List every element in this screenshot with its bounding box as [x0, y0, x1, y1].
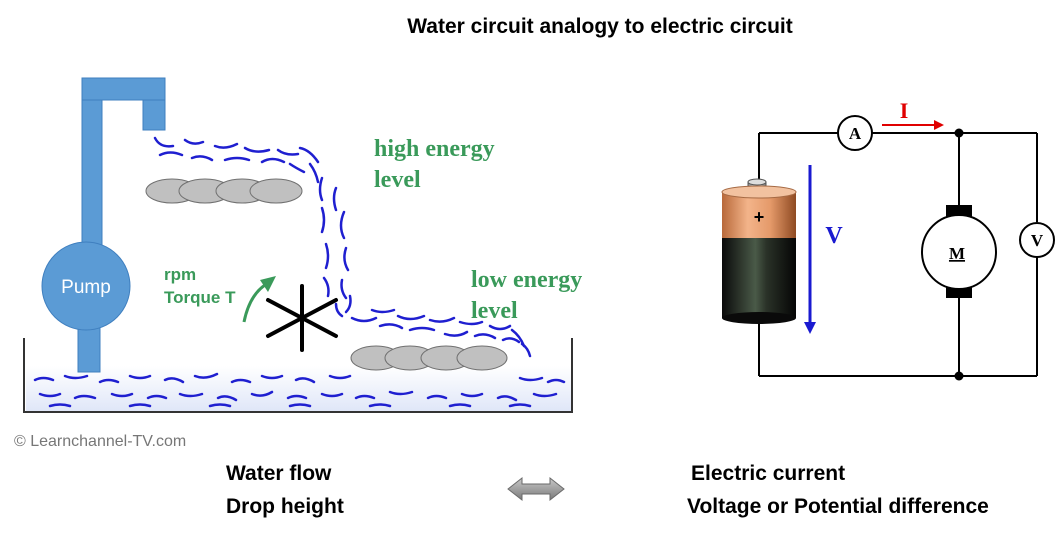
pump-label: Pump	[61, 277, 111, 298]
rpm-label: rpm	[164, 265, 196, 284]
turbine-wheel	[266, 284, 338, 352]
battery	[721, 178, 797, 324]
water-circuit: Pump	[23, 77, 582, 413]
double-arrow-icon	[507, 476, 565, 502]
ammeter-label: A	[849, 124, 862, 143]
voltmeter	[1019, 222, 1055, 258]
charge-carriers-high	[145, 178, 303, 204]
rotation-arrow	[242, 276, 276, 323]
legend-electric-current: Electric current	[691, 462, 845, 485]
battery-plus: +	[754, 207, 765, 227]
legend-water-flow: Water flow	[226, 462, 332, 485]
legend-voltage: Voltage or Potential difference	[687, 495, 989, 518]
low-energy-label-2: level	[471, 298, 518, 324]
motor-label: M	[949, 244, 965, 263]
copyright-notice: © Learnchannel-TV.com	[14, 433, 186, 450]
current-arrow	[882, 120, 944, 130]
junction-bottom	[954, 371, 964, 381]
torque-label: Torque T	[164, 288, 236, 307]
voltage-arrow	[804, 165, 816, 334]
voltmeter-label: V	[1031, 231, 1044, 250]
high-energy-label-2: level	[374, 167, 421, 193]
motor	[921, 205, 997, 298]
voltage-label: V	[825, 223, 843, 249]
page-title: Water circuit analogy to electric circui…	[407, 15, 793, 38]
ammeter	[837, 115, 873, 151]
basin-outline	[23, 338, 573, 413]
charge-carriers-low	[350, 345, 508, 371]
junction-top	[954, 128, 964, 138]
electric-circuit: A I + V M V	[721, 98, 1055, 381]
legend-drop-height: Drop height	[226, 495, 344, 518]
water-flow-lines	[33, 136, 566, 408]
pump-pipe	[77, 77, 166, 373]
low-energy-label-1: low energy	[471, 267, 582, 293]
current-label: I	[900, 98, 909, 123]
high-energy-label-1: high energy	[374, 136, 495, 162]
pump	[41, 241, 131, 331]
